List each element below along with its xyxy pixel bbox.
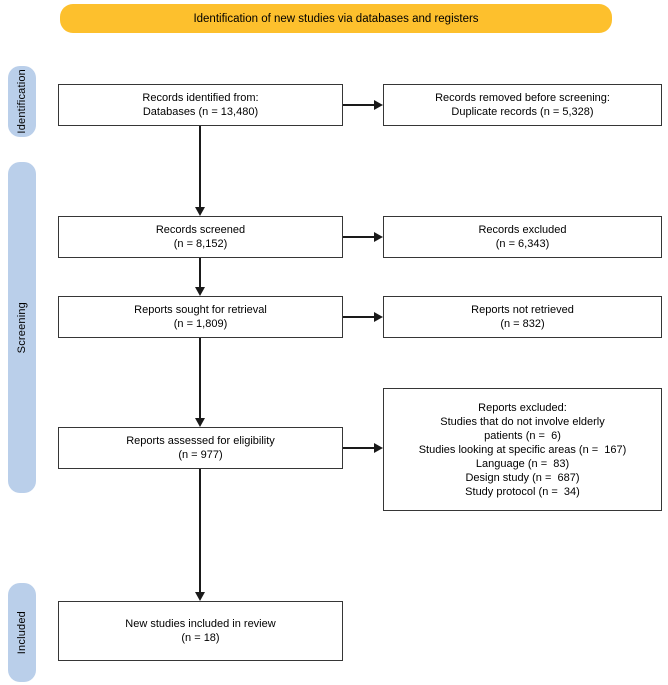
side-label-screening-text: Screening [16, 301, 28, 354]
box-reports-assessed: Reports assessed for eligibility (n = 97… [58, 427, 343, 469]
box-records-excluded: Records excluded (n = 6,343) [383, 216, 662, 258]
box-reports-sought: Reports sought for retrieval (n = 1,809) [58, 296, 343, 338]
arrow-identified-to-screened [199, 126, 201, 207]
box-records-screened: Records screened (n = 8,152) [58, 216, 343, 258]
arrow-retrieval-to-eligibility [199, 338, 201, 418]
side-label-included: Included [8, 583, 36, 682]
arrow-screened-to-excluded [343, 236, 374, 238]
box-records-identified: Records identified from: Databases (n = … [58, 84, 343, 126]
box-reports-not-retrieved: Reports not retrieved (n = 832) [383, 296, 662, 338]
arrow-identified-to-removed [343, 104, 374, 106]
arrow-eligibility-to-reports-excluded [343, 447, 374, 449]
banner-databases-registers: Identification of new studies via databa… [60, 4, 612, 33]
box-new-studies-included: New studies included in review (n = 18) [58, 601, 343, 661]
arrow-eligibility-to-included [199, 469, 201, 592]
side-label-identification: Identification [8, 66, 36, 137]
arrow-screened-to-retrieval [199, 258, 201, 287]
box-reports-excluded-reasons: Reports excluded: Studies that do not in… [383, 388, 662, 511]
side-label-included-text: Included [16, 610, 28, 655]
side-label-screening: Screening [8, 162, 36, 493]
arrow-retrieval-to-not-retrieved [343, 316, 374, 318]
side-label-identification-text: Identification [16, 69, 28, 134]
box-records-removed: Records removed before screening: Duplic… [383, 84, 662, 126]
